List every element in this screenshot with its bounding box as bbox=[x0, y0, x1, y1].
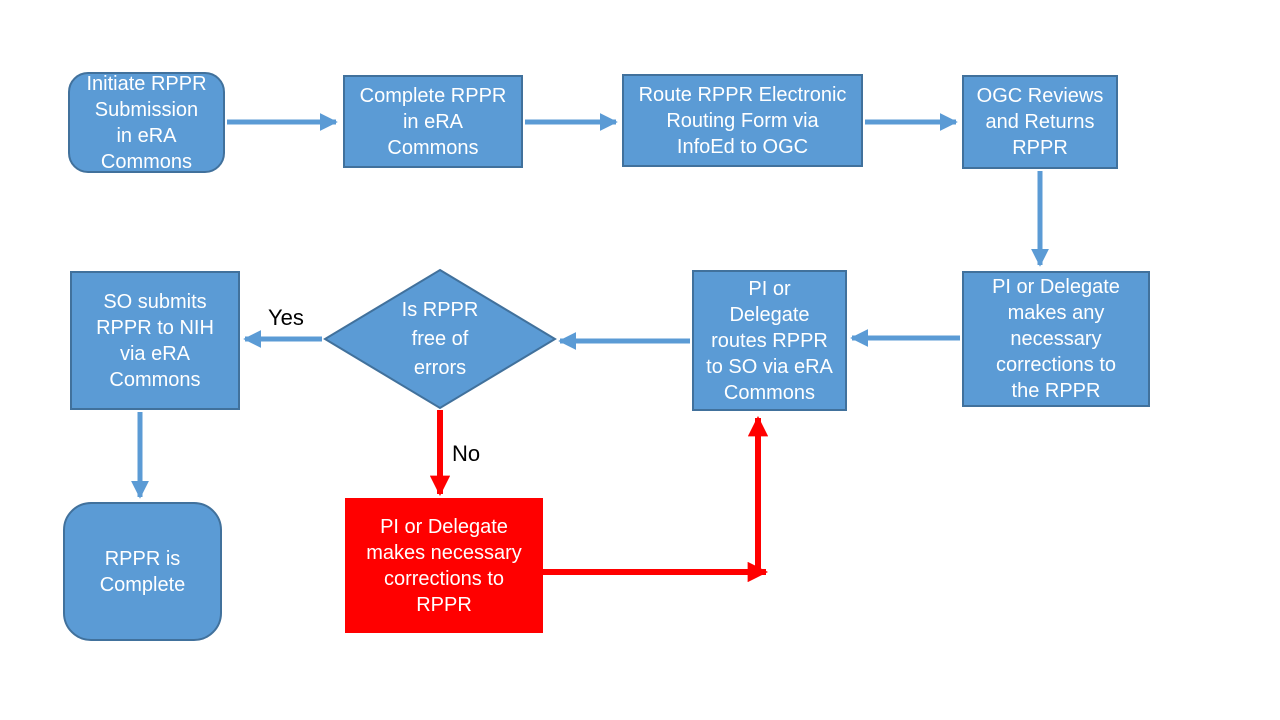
decision-diamond-shape bbox=[323, 268, 557, 410]
decision-rppr-errors: Is RPPR free of errors bbox=[370, 294, 510, 384]
node-initiate-rppr: Initiate RPPR Submission in eRA Commons bbox=[68, 72, 225, 173]
node-so-submits-label: SO submits RPPR to NIH via eRA Commons bbox=[96, 290, 214, 391]
node-pi-routes: PI or Delegate routes RPPR to SO via eRA… bbox=[692, 270, 847, 411]
node-rppr-complete-label: RPPR is Complete bbox=[99, 547, 186, 596]
node-error-fix-label: PI or Delegate makes necessary correctio… bbox=[366, 515, 522, 616]
node-complete-rppr: Complete RPPR in eRA Commons bbox=[343, 75, 523, 168]
node-ogc-reviews-label: OGC Reviews and Returns RPPR bbox=[976, 85, 1104, 159]
node-pi-corrections: PI or Delegate makes any necessary corre… bbox=[962, 271, 1150, 407]
edge-label-yes: Yes bbox=[268, 305, 304, 330]
decision-rppr-errors-label: Is RPPR free of errors bbox=[401, 298, 479, 379]
node-initiate-rppr-label: Initiate RPPR Submission in eRA Commons bbox=[86, 72, 207, 173]
node-error-fix: PI or Delegate makes necessary correctio… bbox=[345, 498, 543, 633]
edge-label-no: No bbox=[452, 441, 481, 466]
node-route-rppr-label: Route RPPR Electronic Routing Form via I… bbox=[638, 83, 847, 158]
node-so-submits: SO submits RPPR to NIH via eRA Commons bbox=[70, 271, 240, 410]
node-ogc-reviews: OGC Reviews and Returns RPPR bbox=[962, 75, 1118, 169]
node-pi-corrections-label: PI or Delegate makes any necessary corre… bbox=[992, 276, 1120, 402]
node-complete-rppr-label: Complete RPPR in eRA Commons bbox=[359, 84, 507, 159]
node-rppr-complete: RPPR is Complete bbox=[63, 502, 222, 641]
node-route-rppr: Route RPPR Electronic Routing Form via I… bbox=[622, 74, 863, 167]
node-pi-routes-label: PI or Delegate routes RPPR to SO via eRA… bbox=[706, 277, 833, 404]
